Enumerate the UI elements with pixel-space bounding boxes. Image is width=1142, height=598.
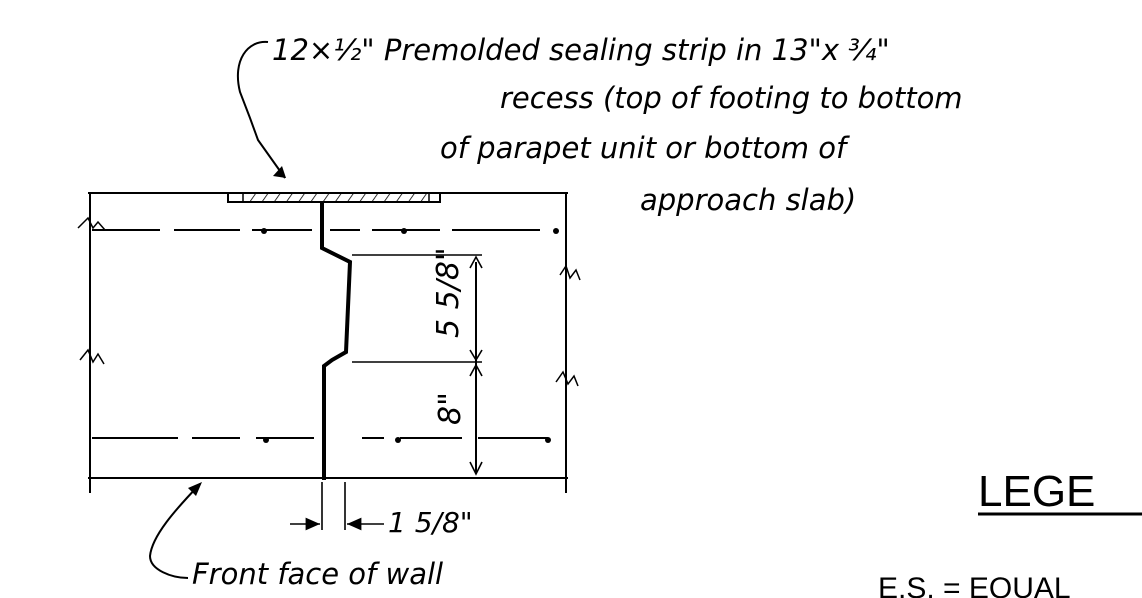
- legend-entry: E.S. = EQUAL: [878, 572, 1071, 598]
- strip-leader: [237, 40, 286, 179]
- wall-leader: [148, 483, 201, 579]
- sealing-strip-recess: [227, 192, 441, 203]
- strip-note-line-2: recess (top of footing to bottom: [500, 81, 963, 115]
- dimension-bottom-label: 8": [433, 392, 468, 425]
- front-face-label: Front face of wall: [192, 557, 443, 591]
- vertical-dimension: [352, 254, 483, 476]
- break-mark-left-upper: [77, 216, 106, 231]
- strip-note-line-3: of parapet unit or bottom of: [440, 131, 850, 165]
- rebar-dots: [261, 228, 559, 443]
- break-mark-left-lower: [79, 348, 105, 365]
- break-mark-right-upper: [559, 264, 581, 281]
- legend: LEGE E.S. = EQUAL: [878, 467, 1142, 598]
- construction-joint-line: [320, 202, 353, 480]
- dimension-offset-label: 1 5/8": [388, 506, 473, 539]
- legend-title: LEGE: [978, 467, 1095, 516]
- slab-outline: [88, 192, 568, 493]
- dimension-top-label: 5 5/8": [431, 247, 466, 338]
- strip-leader-arrowhead: [273, 166, 286, 178]
- break-marks: [77, 216, 581, 387]
- strip-note-line-4: approach slab): [640, 183, 856, 217]
- strip-note-line-1: 12×½" Premolded sealing strip in 13"x ¾": [272, 33, 890, 67]
- wall-leader-arrowhead: [188, 482, 202, 496]
- offset-dimension: [290, 482, 384, 531]
- break-mark-right-lower: [555, 370, 579, 387]
- sealing-strip-hatch: [242, 192, 430, 203]
